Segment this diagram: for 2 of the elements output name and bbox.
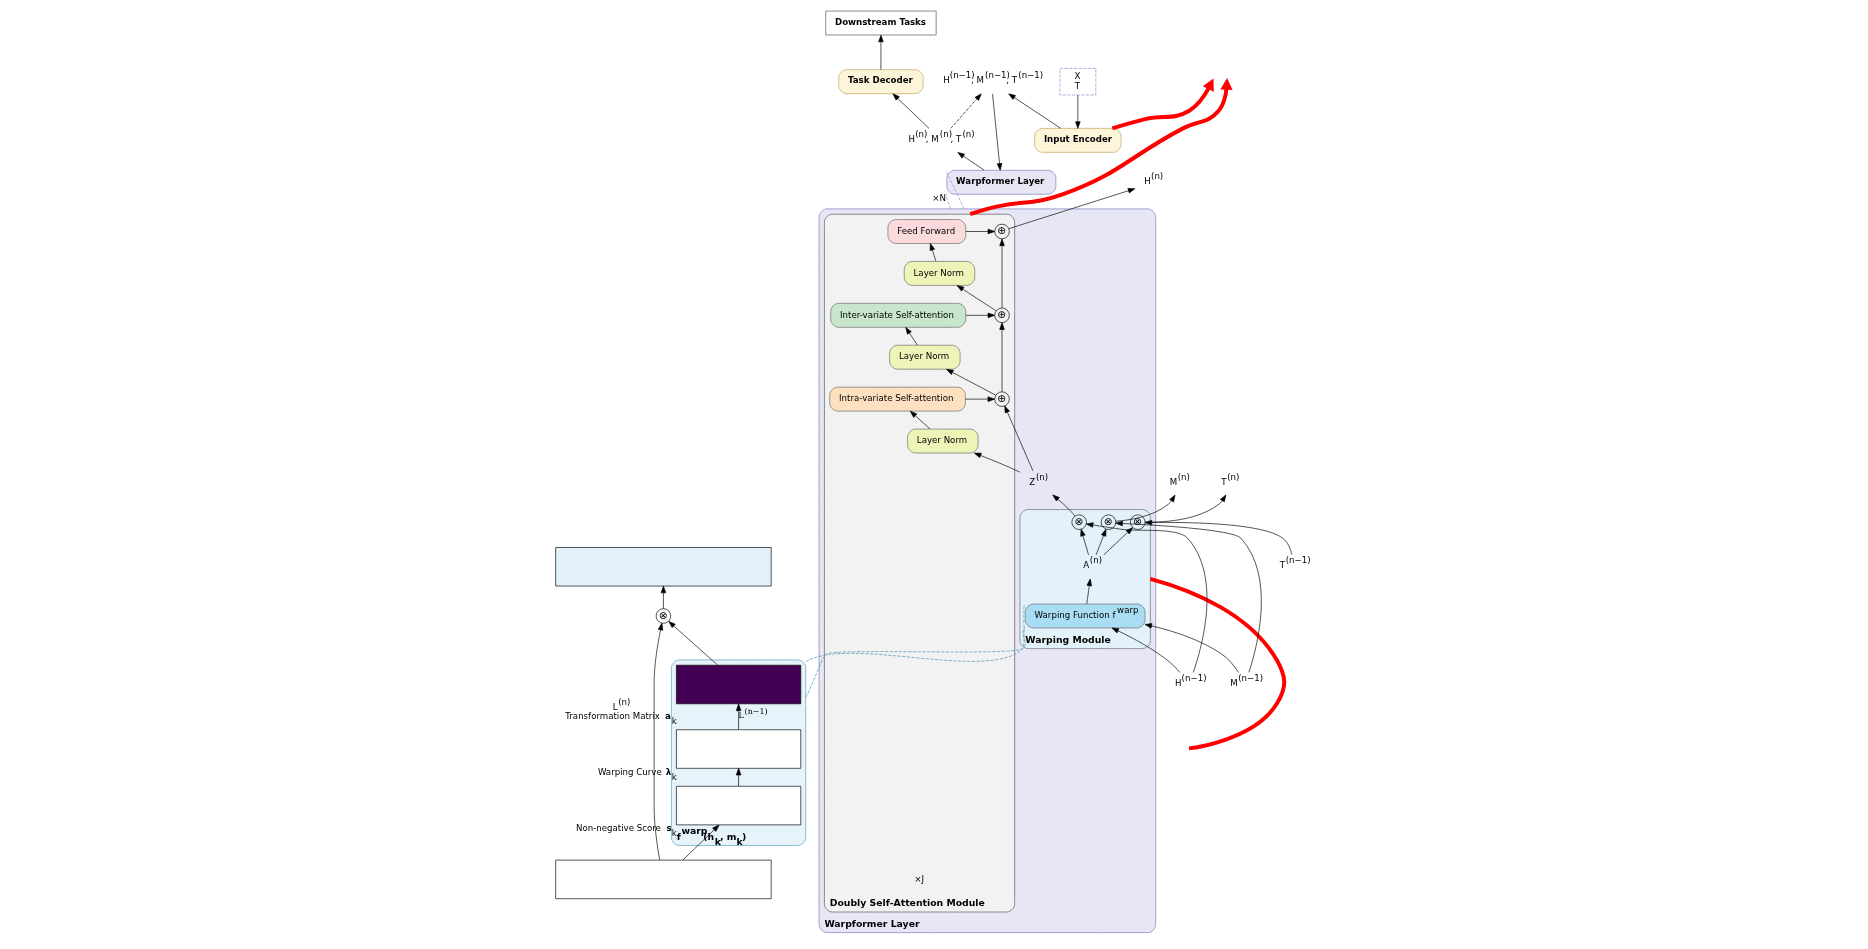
node-label: ×N — [932, 193, 946, 204]
node-label: ×J — [914, 873, 924, 884]
